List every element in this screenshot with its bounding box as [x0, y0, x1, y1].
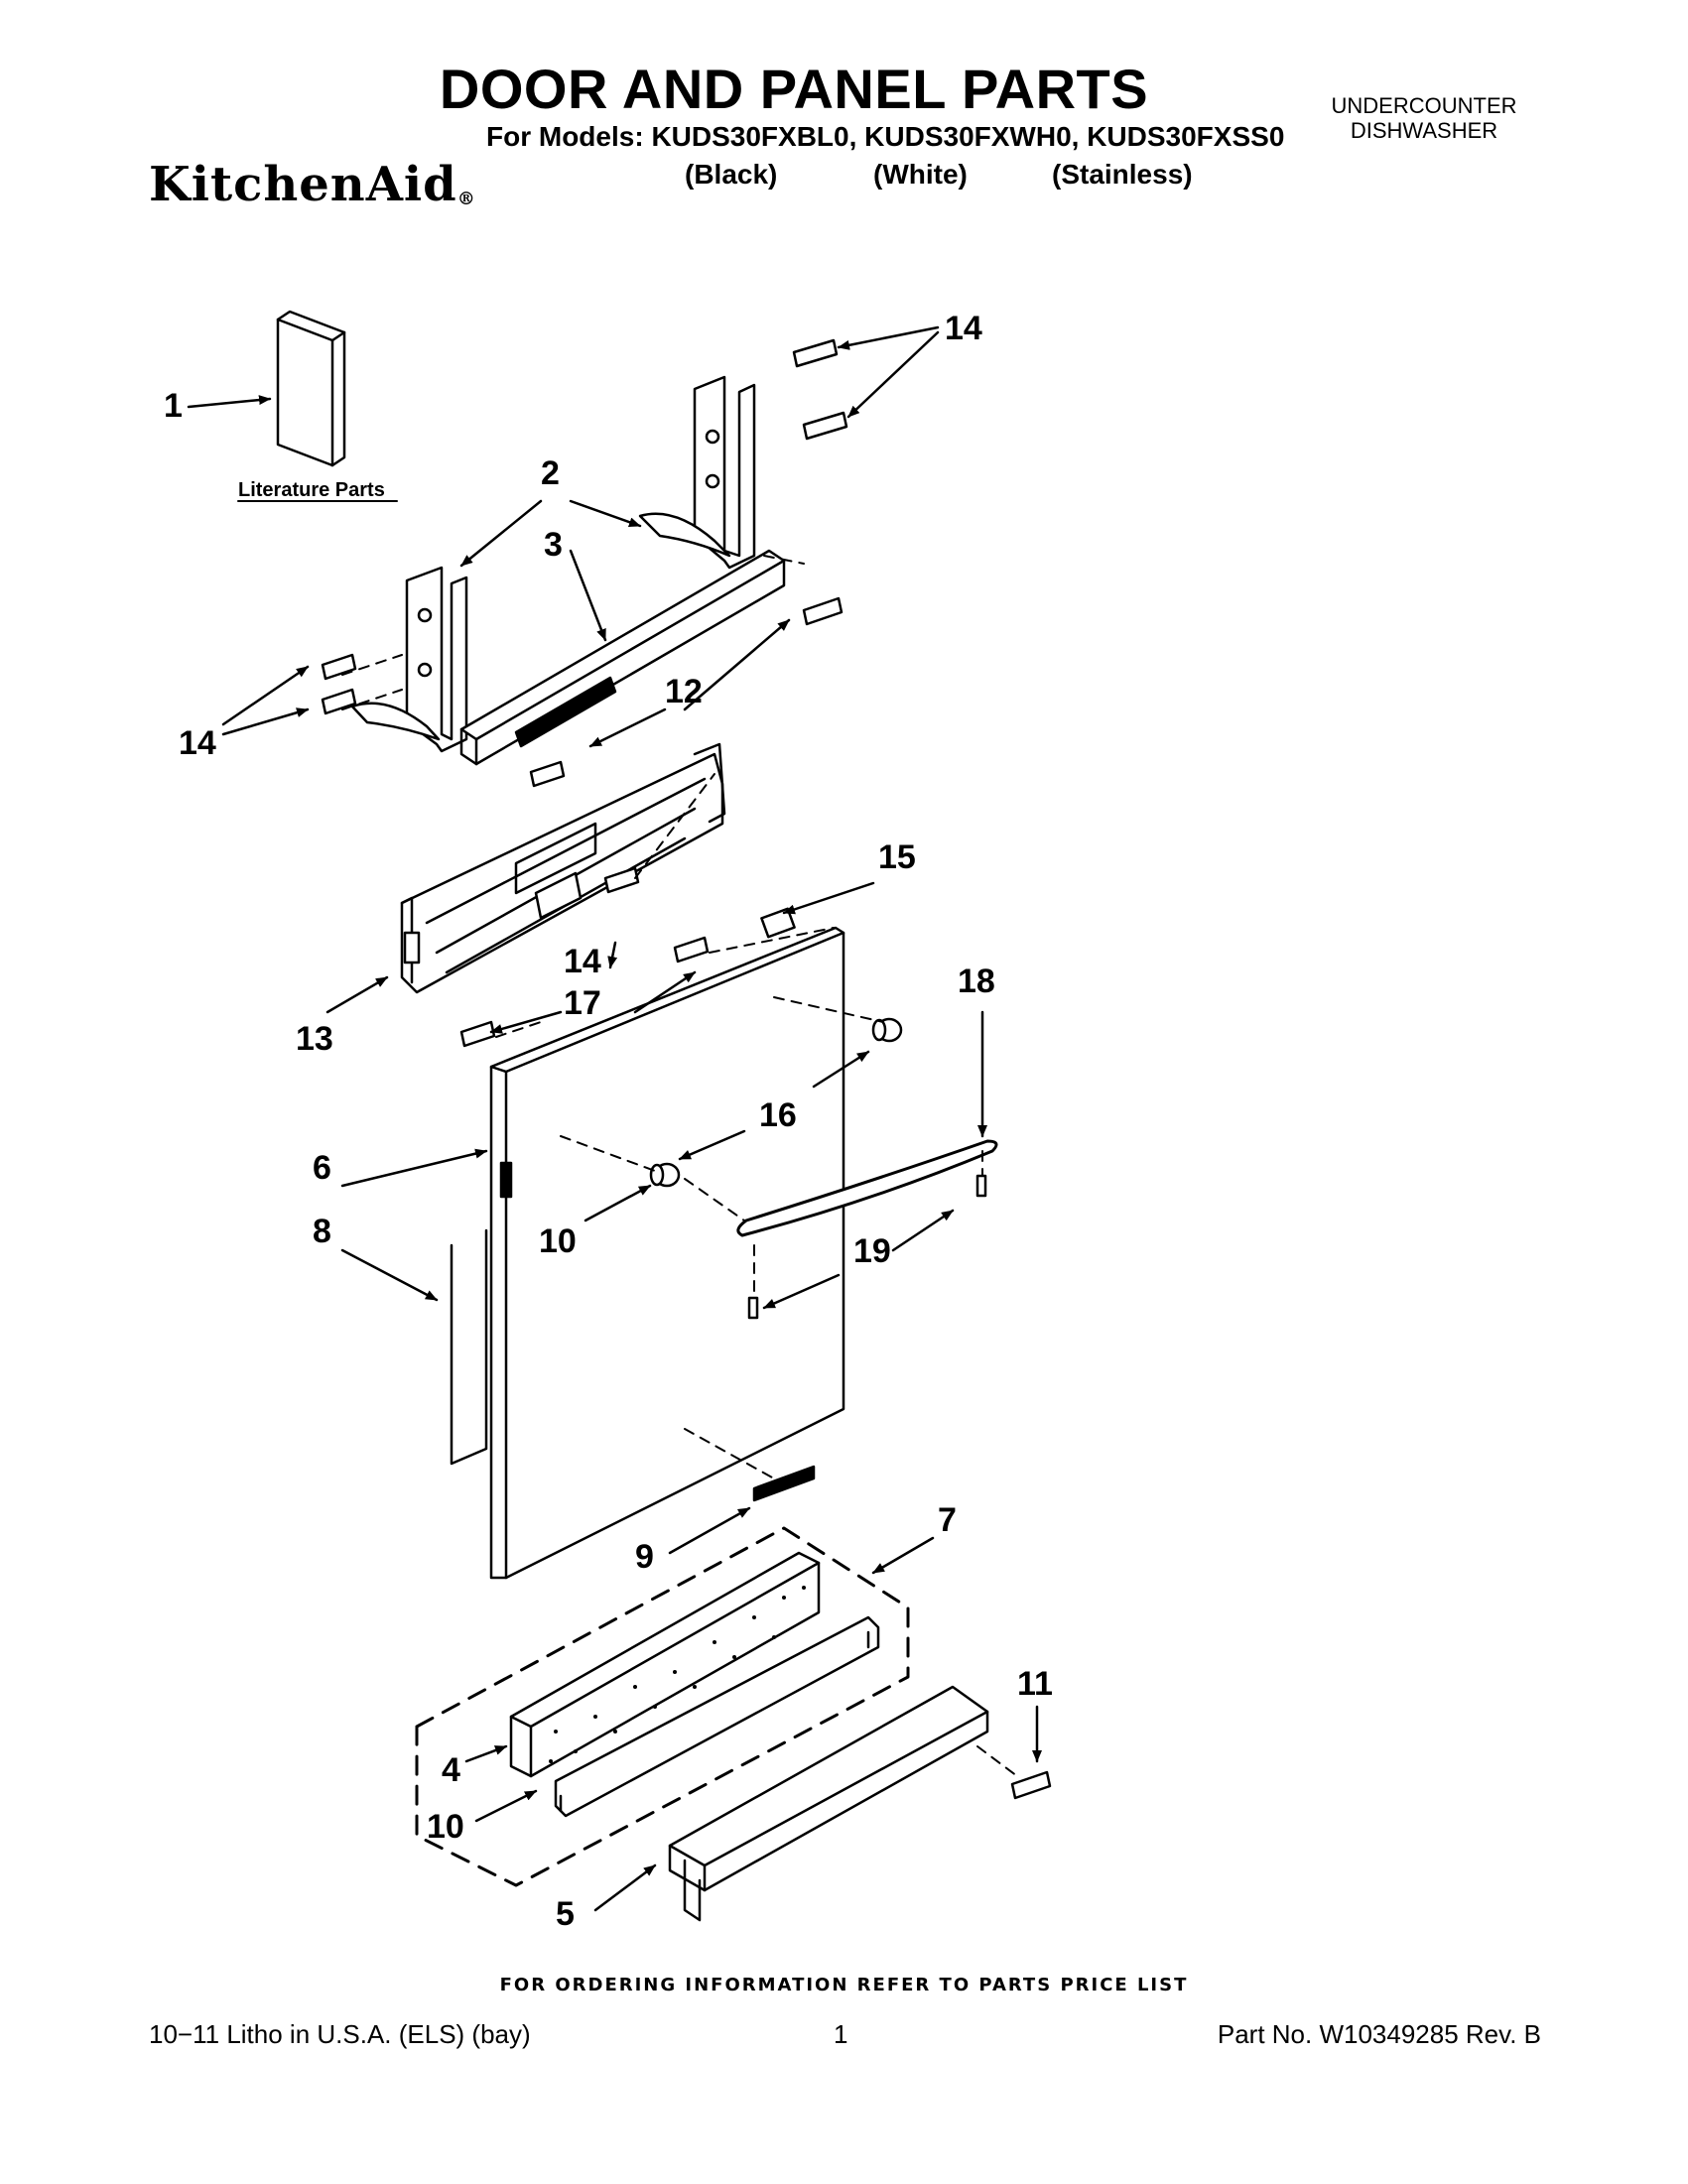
part-clip	[760, 907, 796, 939]
product-line-1: UNDERCOUNTER	[1331, 93, 1517, 118]
part-door-panel	[489, 926, 845, 1580]
callout-16: 16	[759, 1096, 797, 1134]
part-pin-left	[747, 1296, 759, 1320]
litho-info: 10−11 Litho in U.S.A. (ELS) (bay)	[149, 2019, 531, 2049]
literature-caption: Literature Parts	[238, 479, 385, 501]
color-white: (White)	[873, 159, 968, 190]
part-handle-mounts	[649, 1017, 903, 1188]
part-number: Part No. W10349285 Rev. B	[1217, 2019, 1541, 2049]
color-black: (Black)	[685, 159, 778, 190]
ordering-note: FOR ORDERING INFORMATION REFER TO PARTS …	[499, 1975, 1189, 1995]
callout-12: 12	[665, 673, 703, 710]
callout-7: 7	[938, 1501, 957, 1539]
callout-9: 9	[635, 1538, 654, 1576]
callout-11: 11	[1017, 1665, 1053, 1703]
page-title: DOOR AND PANEL PARTS	[439, 58, 1149, 120]
product-type: UNDERCOUNTER DISHWASHER	[1310, 93, 1538, 144]
callout-15: 15	[878, 838, 916, 876]
callout-1: 1	[164, 387, 183, 425]
part-pin-right	[975, 1174, 987, 1198]
part-handle	[736, 1139, 998, 1237]
leader-arrows	[187, 325, 1042, 1912]
product-line-2: DISHWASHER	[1350, 118, 1498, 144]
callout-19: 19	[853, 1232, 891, 1270]
callout-6: 6	[313, 1149, 331, 1187]
part-control-panel	[459, 549, 786, 766]
callout-10: 10	[539, 1222, 577, 1260]
part-insulation	[450, 1228, 488, 1466]
models-line: For Models: KUDS30FXBL0, KUDS30FXWH0, KU…	[486, 121, 1285, 152]
callout-labels: 1 14 2 3 14 12 15 14 13 17 18 6 16 10 8 …	[164, 310, 1053, 1933]
callout-14: 14	[179, 724, 216, 762]
callout-2: 2	[541, 454, 560, 492]
callout-3: 3	[544, 526, 563, 564]
part-bracket-left	[350, 566, 468, 753]
callout-4: 4	[442, 1751, 460, 1789]
callout-14: 14	[945, 310, 982, 347]
part-toe-strip	[554, 1615, 880, 1818]
part-bracket-right	[638, 375, 756, 570]
callout-13: 13	[296, 1020, 333, 1058]
callout-5: 5	[556, 1895, 575, 1933]
part-foam-block	[509, 1551, 821, 1778]
brand-registered-mark: ®	[456, 189, 476, 209]
kit-enclosure	[415, 1526, 910, 1887]
part-badge	[752, 1465, 816, 1502]
part-toe-panel	[668, 1685, 989, 1922]
color-stainless: (Stainless)	[1052, 159, 1193, 190]
callout-18: 18	[958, 963, 995, 1000]
alignment-lines	[341, 555, 1018, 1777]
callout-8: 8	[313, 1213, 331, 1250]
callout-17: 17	[564, 984, 601, 1022]
page-number: 1	[834, 2019, 848, 2049]
callout-10: 10	[427, 1808, 464, 1846]
callout-14: 14	[564, 943, 601, 980]
part-console-assembly	[400, 742, 726, 994]
brand-name: KitchenAid	[149, 157, 457, 212]
part-literature-book	[276, 310, 346, 467]
brand-logo: KitchenAid®	[149, 161, 476, 208]
screw-set	[321, 338, 1052, 1800]
